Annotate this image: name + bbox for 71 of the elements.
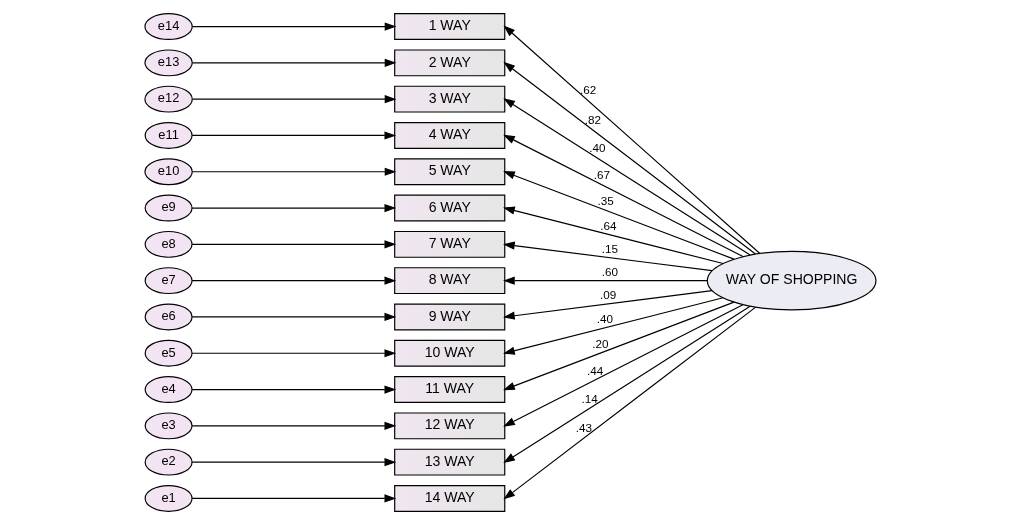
arrow (191, 457, 397, 466)
node-box: 12 WAY (394, 411, 506, 439)
arrow (191, 239, 397, 248)
edge-label: .44 (587, 363, 604, 377)
arrow (503, 24, 761, 254)
arrow (503, 241, 713, 271)
node-box: 11 WAY (394, 375, 506, 403)
edge-label: .67 (593, 167, 610, 181)
edge-label: .14 (581, 390, 598, 404)
arrow (503, 305, 751, 463)
arrow (191, 421, 397, 430)
arrow (503, 289, 713, 320)
edge-label: .40 (596, 311, 613, 325)
node-ellipse: e14 (144, 12, 193, 40)
arrow (191, 130, 397, 140)
node-box: 6 WAY (394, 194, 506, 221)
node-box: 14 WAY (394, 484, 506, 512)
node-box: 1 WAY (394, 12, 506, 40)
edge-label: .64 (600, 218, 617, 232)
node-ellipse: WAY OF SHOPPING (706, 250, 877, 310)
node-ellipse: e10 (144, 157, 193, 185)
node-box: 10 WAY (394, 339, 506, 367)
arrow (503, 306, 756, 499)
arrow (191, 276, 397, 285)
node-ellipse: e9 (144, 194, 193, 221)
node-box: 8 WAY (394, 266, 506, 294)
arrow (191, 348, 397, 357)
arrow (191, 203, 397, 212)
arrow (503, 134, 744, 257)
node-ellipse: e12 (144, 85, 193, 113)
arrow (192, 21, 397, 31)
arrow (503, 296, 724, 355)
node-ellipse: e13 (144, 48, 193, 76)
arrow (503, 206, 724, 264)
arrow (192, 58, 397, 67)
node-box: 4 WAY (394, 121, 506, 149)
node-box: 13 WAY (394, 448, 506, 476)
arrow (192, 167, 397, 176)
arrow (191, 384, 397, 394)
node-ellipse: e8 (144, 230, 193, 258)
node-box: 7 WAY (394, 230, 506, 258)
node-box: 9 WAY (394, 303, 506, 330)
arrow (503, 97, 751, 256)
arrow (503, 301, 735, 390)
arrow (191, 312, 397, 321)
arrow (191, 493, 397, 503)
arrow (503, 170, 735, 260)
node-ellipse: e2 (144, 448, 193, 476)
edge-label: .43 (575, 420, 593, 434)
node-ellipse: e11 (144, 121, 193, 149)
arrow (192, 94, 397, 103)
node-ellipse: e6 (144, 303, 193, 330)
edge-label: .62 (580, 82, 597, 96)
edge-label: .40 (589, 140, 606, 154)
arrow (503, 303, 744, 427)
node-ellipse: e3 (144, 411, 193, 439)
node-ellipse: e1 (144, 484, 193, 512)
node-box: 2 WAY (394, 48, 506, 76)
edge-label: .35 (597, 193, 614, 207)
node-box: 3 WAY (394, 85, 506, 113)
arrow (503, 61, 756, 255)
edge-label: .60 (601, 264, 619, 278)
edge-label: .09 (599, 287, 617, 301)
node-ellipse: e5 (144, 339, 193, 367)
edge-label: .20 (592, 336, 609, 350)
edge-label: .15 (601, 241, 619, 255)
edge-label: .82 (584, 112, 601, 126)
node-ellipse: e4 (144, 375, 193, 403)
node-box: 5 WAY (394, 157, 506, 185)
arrow (503, 276, 708, 285)
node-ellipse: e7 (144, 266, 193, 294)
